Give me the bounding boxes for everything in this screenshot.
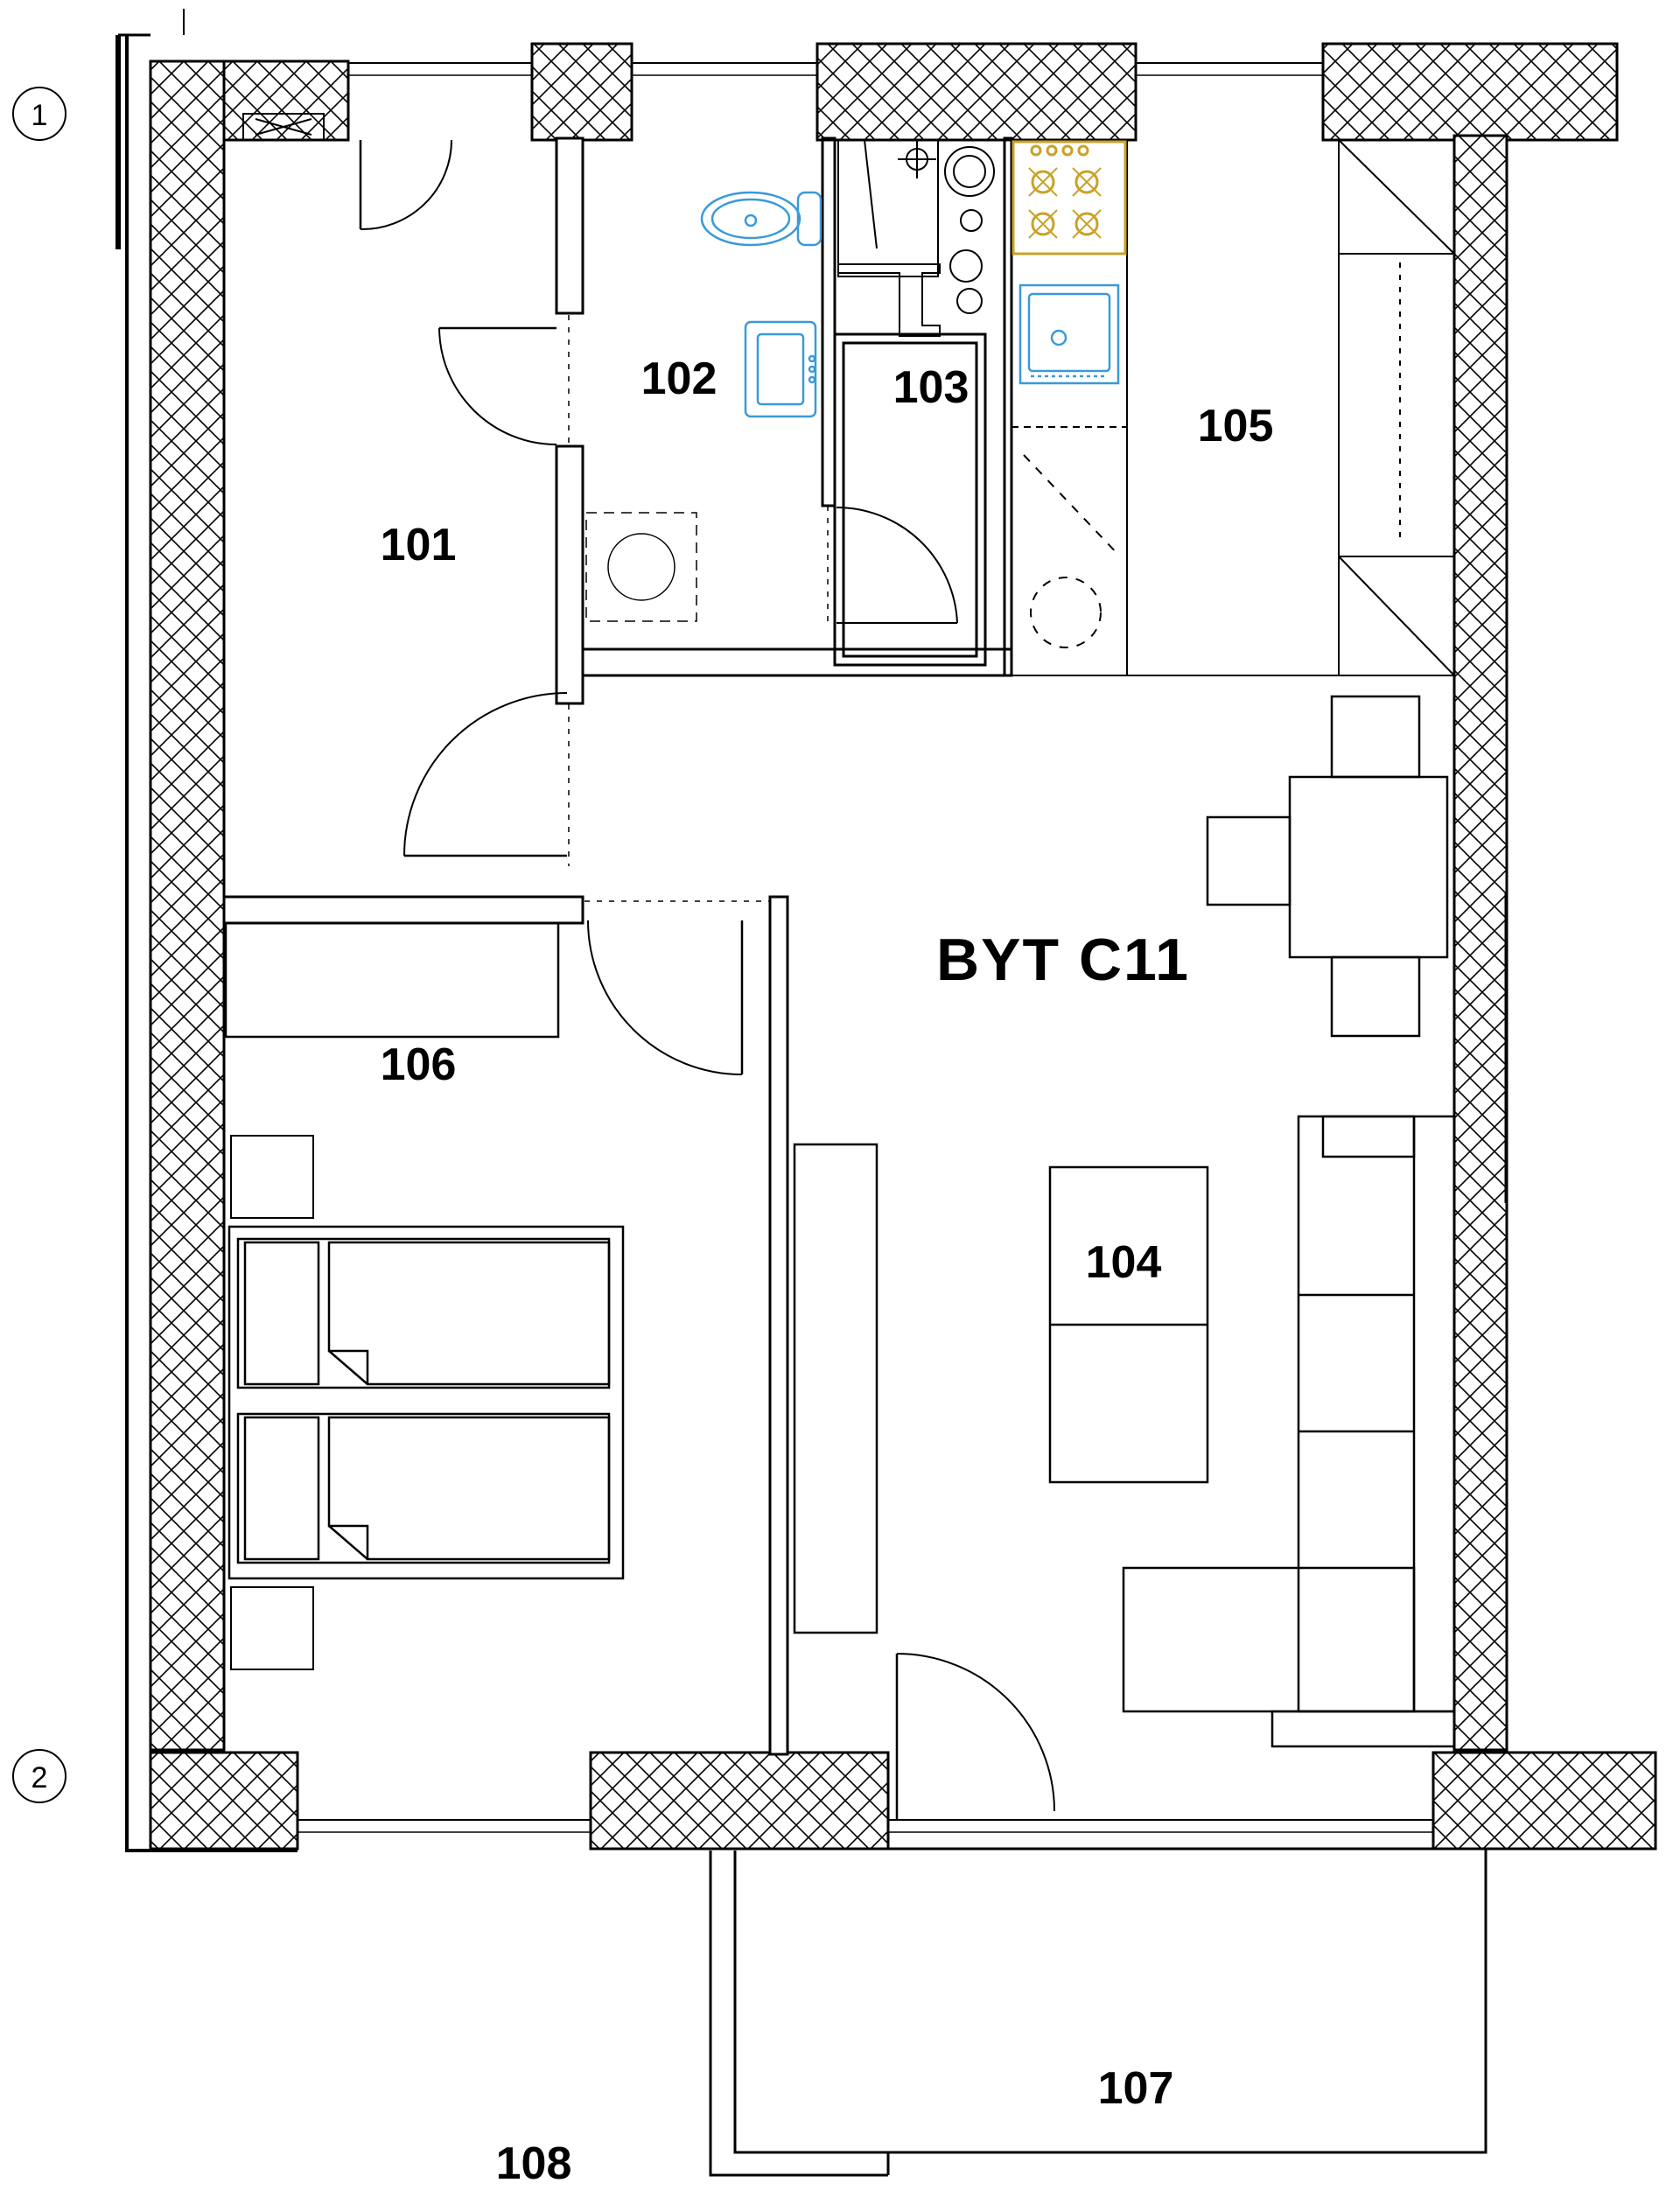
double-bed <box>228 1225 625 1580</box>
exterior-walls <box>149 42 1657 1851</box>
interior-walls <box>222 136 1013 1756</box>
room-label-108: 108 <box>496 2138 572 2189</box>
wall-bottom-segment-2 <box>589 1751 890 1851</box>
room-label-101: 101 <box>381 520 457 570</box>
grid-marker-1-label: 1 <box>32 99 48 132</box>
ventilation-duct <box>242 113 325 141</box>
coffee-table <box>1048 1165 1209 1484</box>
room-label-106: 106 <box>381 1039 457 1090</box>
sofa <box>1122 1115 1456 1748</box>
grid-marker-2-label: 2 <box>32 1761 48 1795</box>
room-label-107: 107 <box>1098 2063 1174 2114</box>
doors <box>359 139 1055 1820</box>
toilet-icon <box>700 191 822 247</box>
wardrobe-106 <box>224 921 560 1039</box>
room-label-104: 104 <box>1086 1237 1162 1288</box>
apartment-label: BYT C11 <box>936 927 1190 993</box>
wall-top-segment-2 <box>530 42 634 142</box>
grid-marker-1: 1 <box>12 87 66 141</box>
grid-marker-2: 2 <box>12 1749 66 1803</box>
wall-right <box>1452 134 1508 1752</box>
dining-table <box>1206 695 1449 1038</box>
wall-top-segment-4 <box>1321 42 1619 142</box>
wall-bottom-segment-1 <box>149 1751 299 1851</box>
boiler-icon <box>837 139 995 337</box>
wall-left <box>149 59 226 1752</box>
balcony-107 <box>709 1849 1488 2177</box>
kitchen-sink-icon <box>1018 283 1120 385</box>
washbasin-icon <box>744 320 817 418</box>
nightstands <box>230 1135 314 1670</box>
room-label-103: 103 <box>893 362 970 413</box>
wall-bottom-segment-3 <box>1432 1751 1657 1851</box>
room-label-102: 102 <box>641 353 718 404</box>
kitchen-counter <box>1011 139 1128 676</box>
stove-icon <box>1012 140 1127 255</box>
wardrobe-105 <box>1127 139 1455 676</box>
tv-cabinet <box>793 1143 878 1634</box>
room-label-105: 105 <box>1198 401 1274 451</box>
facade-lines <box>116 9 1656 1852</box>
washing-machine-icon <box>585 512 697 622</box>
wall-top-segment-3 <box>816 42 1138 142</box>
